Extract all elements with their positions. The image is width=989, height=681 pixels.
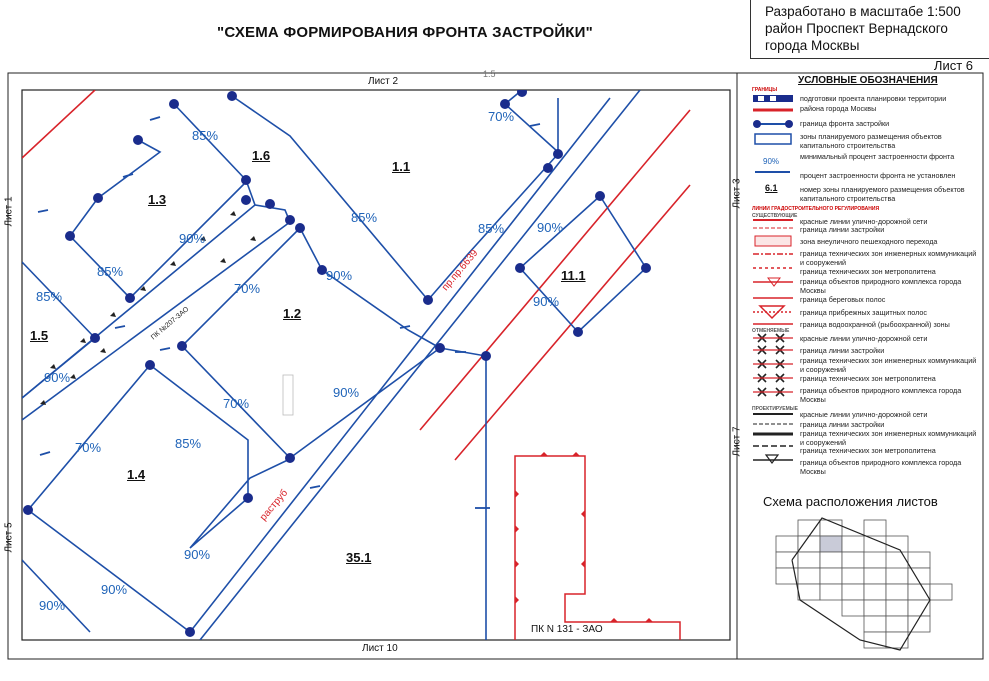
outer-frame (7, 72, 984, 660)
legend-item: граница технических зон инженерных комму… (800, 249, 977, 267)
scale-note: Разработано в масштабе 1:500 (765, 4, 961, 19)
legend-symbols (753, 95, 793, 464)
legend-item: граница технических зон инженерных комму… (800, 356, 977, 374)
legend-head-existing: СУЩЕСТВУЮЩИЕ (752, 213, 798, 219)
percent-label: 90% (333, 385, 360, 400)
legend-item: граница технических зон инженерных комму… (800, 429, 977, 447)
red-lines (22, 90, 691, 461)
legend-head-borders: ГРАНИЦЫ (752, 87, 778, 93)
sheet-scheme-title: Схема расположения листов (763, 494, 938, 509)
percent-label: 85% (351, 210, 378, 225)
legend-sample-percent: 90% (763, 157, 780, 166)
frame-label-right-top: Лист 3 (731, 178, 743, 209)
percent-label: 90% (39, 598, 66, 613)
legend-sample-zone: 6.1 (765, 183, 778, 193)
legend-item: граница объектов природного комплекса го… (800, 386, 962, 404)
frame-label-left-top: Лист 1 (3, 196, 15, 227)
legend-title: УСЛОВНЫЕ ОБОЗНАЧЕНИЯ (798, 75, 938, 86)
legend-item: номер зоны планируемого размещения объек… (800, 185, 965, 203)
legend-head-regulation: ЛИНИИ ГРАДОСТРОИТЕЛЬНОГО РЕГУЛИРОВАНИЯ (752, 206, 880, 212)
front-nodes (23, 90, 651, 637)
zone-label-1-3: 1.3 (148, 192, 167, 207)
percent-label: 85% (192, 128, 219, 143)
legend-item: процент застроенности фронта не установл… (800, 171, 956, 180)
zone-label-35-1: 35.1 (346, 550, 372, 565)
frame-label-left-bottom: Лист 5 (3, 522, 15, 553)
legend-item: красные линии улично-дорожной сети (800, 410, 928, 419)
strip-markers (40, 211, 256, 405)
legend-item: красные линии улично-дорожной сети (800, 334, 928, 343)
info-box: Разработано в масштабе 1:500 район Просп… (750, 0, 989, 59)
frame-label-top-small: 1.5 (483, 69, 496, 79)
zone-label-1-6: 1.6 (252, 148, 271, 163)
road-label-pk131: ПК N 131 - ЗАО (531, 624, 603, 635)
legend-head-planned: ПРОЕКТИРУЕМЫЕ (752, 406, 799, 412)
legend-item: граница объектов природного комплекса го… (800, 277, 962, 295)
front-ticks (37, 116, 541, 509)
red-building (514, 455, 681, 640)
map-content (22, 90, 691, 640)
legend-item: граница линии застройки (800, 346, 885, 355)
district-note: район Проспект Вернадского (765, 21, 948, 36)
legend-item: граница линии застройки (800, 420, 885, 429)
map-frame (21, 89, 731, 641)
zone-label-1-4: 1.4 (127, 467, 146, 482)
zone-label-1-5: 1.5 (30, 328, 49, 343)
city-note: города Москвы (765, 38, 860, 53)
percent-label: 70% (75, 440, 102, 455)
percent-label: 85% (36, 289, 63, 304)
percent-label: 90% (537, 220, 564, 235)
legend-item: зона внеуличного пешеходного перехода (800, 237, 938, 246)
percent-label: 85% (478, 221, 505, 236)
percent-label: 90% (184, 547, 211, 562)
sheet-number: Лист 6 (933, 58, 973, 73)
zone-label-1-1: 1.1 (392, 159, 411, 174)
legend-head-cancelled: ОТМЕНЯЕМЫЕ (752, 328, 790, 334)
percent-label: 90% (101, 582, 128, 597)
percent-label: 90% (44, 370, 71, 385)
legend-item: граница водоохранной (рыбоохранной) зоны (800, 320, 950, 329)
grey-building (282, 374, 294, 416)
avenue-lines (189, 90, 641, 640)
zone-label-1-2: 1.2 (283, 306, 302, 321)
percent-label: 70% (488, 109, 515, 124)
legend-item: граница береговых полос (800, 295, 886, 304)
percent-label: 70% (223, 396, 250, 411)
legend-item: граница технических зон метрополитена (800, 374, 936, 383)
legend-item: подготовки проекта планировки территории (800, 94, 947, 103)
percent-label: 70% (234, 281, 261, 296)
legend-item: граница технических зон метрополитена (800, 446, 936, 455)
legend-item: красные линии улично-дорожной сети (800, 217, 928, 226)
legend-item: зоны планируемого размещения объектов ка… (800, 132, 942, 150)
legend-item: граница технических зон метрополитена (800, 267, 936, 276)
percent-label: 85% (97, 264, 124, 279)
map-title: "СХЕМА ФОРМИРОВАНИЯ ФРОНТА ЗАСТРОЙКИ" (217, 24, 593, 41)
percent-label: 85% (175, 436, 202, 451)
percent-label: 90% (179, 231, 206, 246)
frame-label-bottom: Лист 10 (362, 643, 398, 654)
zone-label-11-1: 11.1 (561, 268, 586, 283)
red-building-markers (515, 452, 653, 622)
legend-item: граница линии застройки (800, 225, 885, 234)
frame-label-top: Лист 2 (368, 76, 399, 87)
percent-label: 90% (326, 268, 353, 283)
legend-item: граница фронта застройки (800, 119, 890, 128)
legend-item: района города Москвы (800, 104, 877, 113)
legend-item: граница объектов природного комплекса го… (800, 458, 962, 476)
legend-item: граница прибрежных защитных полос (800, 308, 928, 317)
legend-item: минимальный процент застроенности фронта (800, 152, 955, 161)
sheet-layout-scheme (775, 517, 953, 651)
frame-label-right-bottom: Лист 7 (731, 426, 743, 457)
percent-label: 90% (533, 294, 560, 309)
